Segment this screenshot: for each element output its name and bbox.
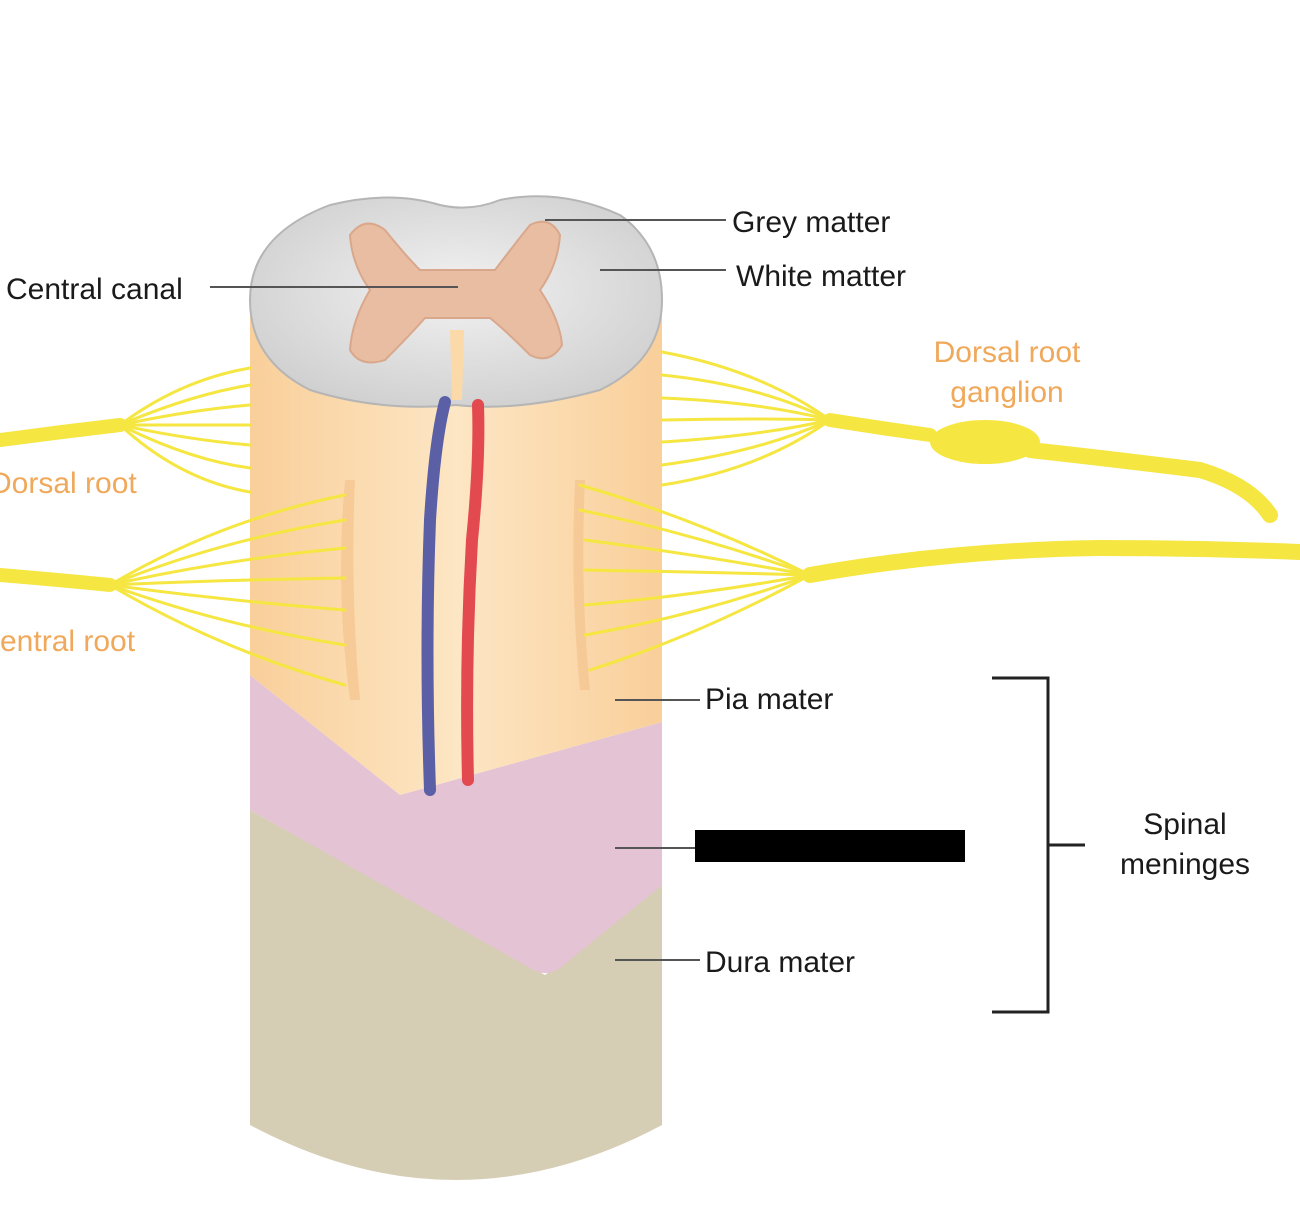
redacted-label-bar xyxy=(695,830,965,862)
label-spinal-meninges-line1: Spinal xyxy=(1143,808,1226,841)
label-drg-line1: Dorsal root xyxy=(934,336,1081,369)
label-spinal-meninges-line2: meninges xyxy=(1120,848,1250,881)
ventral-root-right-nerve xyxy=(578,483,1300,672)
vein-vessel xyxy=(421,396,451,796)
label-ventral-root: entral root xyxy=(0,625,136,658)
label-white-matter: White matter xyxy=(736,260,906,293)
dorsal-root-ganglion-nerve xyxy=(660,350,1278,523)
root-groove-right xyxy=(573,480,590,690)
median-fissure xyxy=(450,330,464,400)
meninges-bracket xyxy=(992,676,1085,1014)
label-central-canal: Central canal xyxy=(6,273,183,306)
ganglion-swelling xyxy=(930,420,1040,464)
dorsal-root-left-nerve xyxy=(0,366,252,494)
arachnoid-layer xyxy=(250,675,662,973)
dura-mater-layer xyxy=(250,810,662,1180)
label-dorsal-root: Dorsal root xyxy=(0,467,137,500)
label-grey-matter: Grey matter xyxy=(732,206,890,239)
ventral-root-left-nerve xyxy=(0,493,347,687)
label-dura-mater: Dura mater xyxy=(705,946,855,979)
label-pia-mater: Pia mater xyxy=(705,683,833,716)
label-drg-line2: ganglion xyxy=(950,376,1063,409)
grey-matter-section xyxy=(348,220,564,364)
artery-vessel xyxy=(461,399,485,786)
